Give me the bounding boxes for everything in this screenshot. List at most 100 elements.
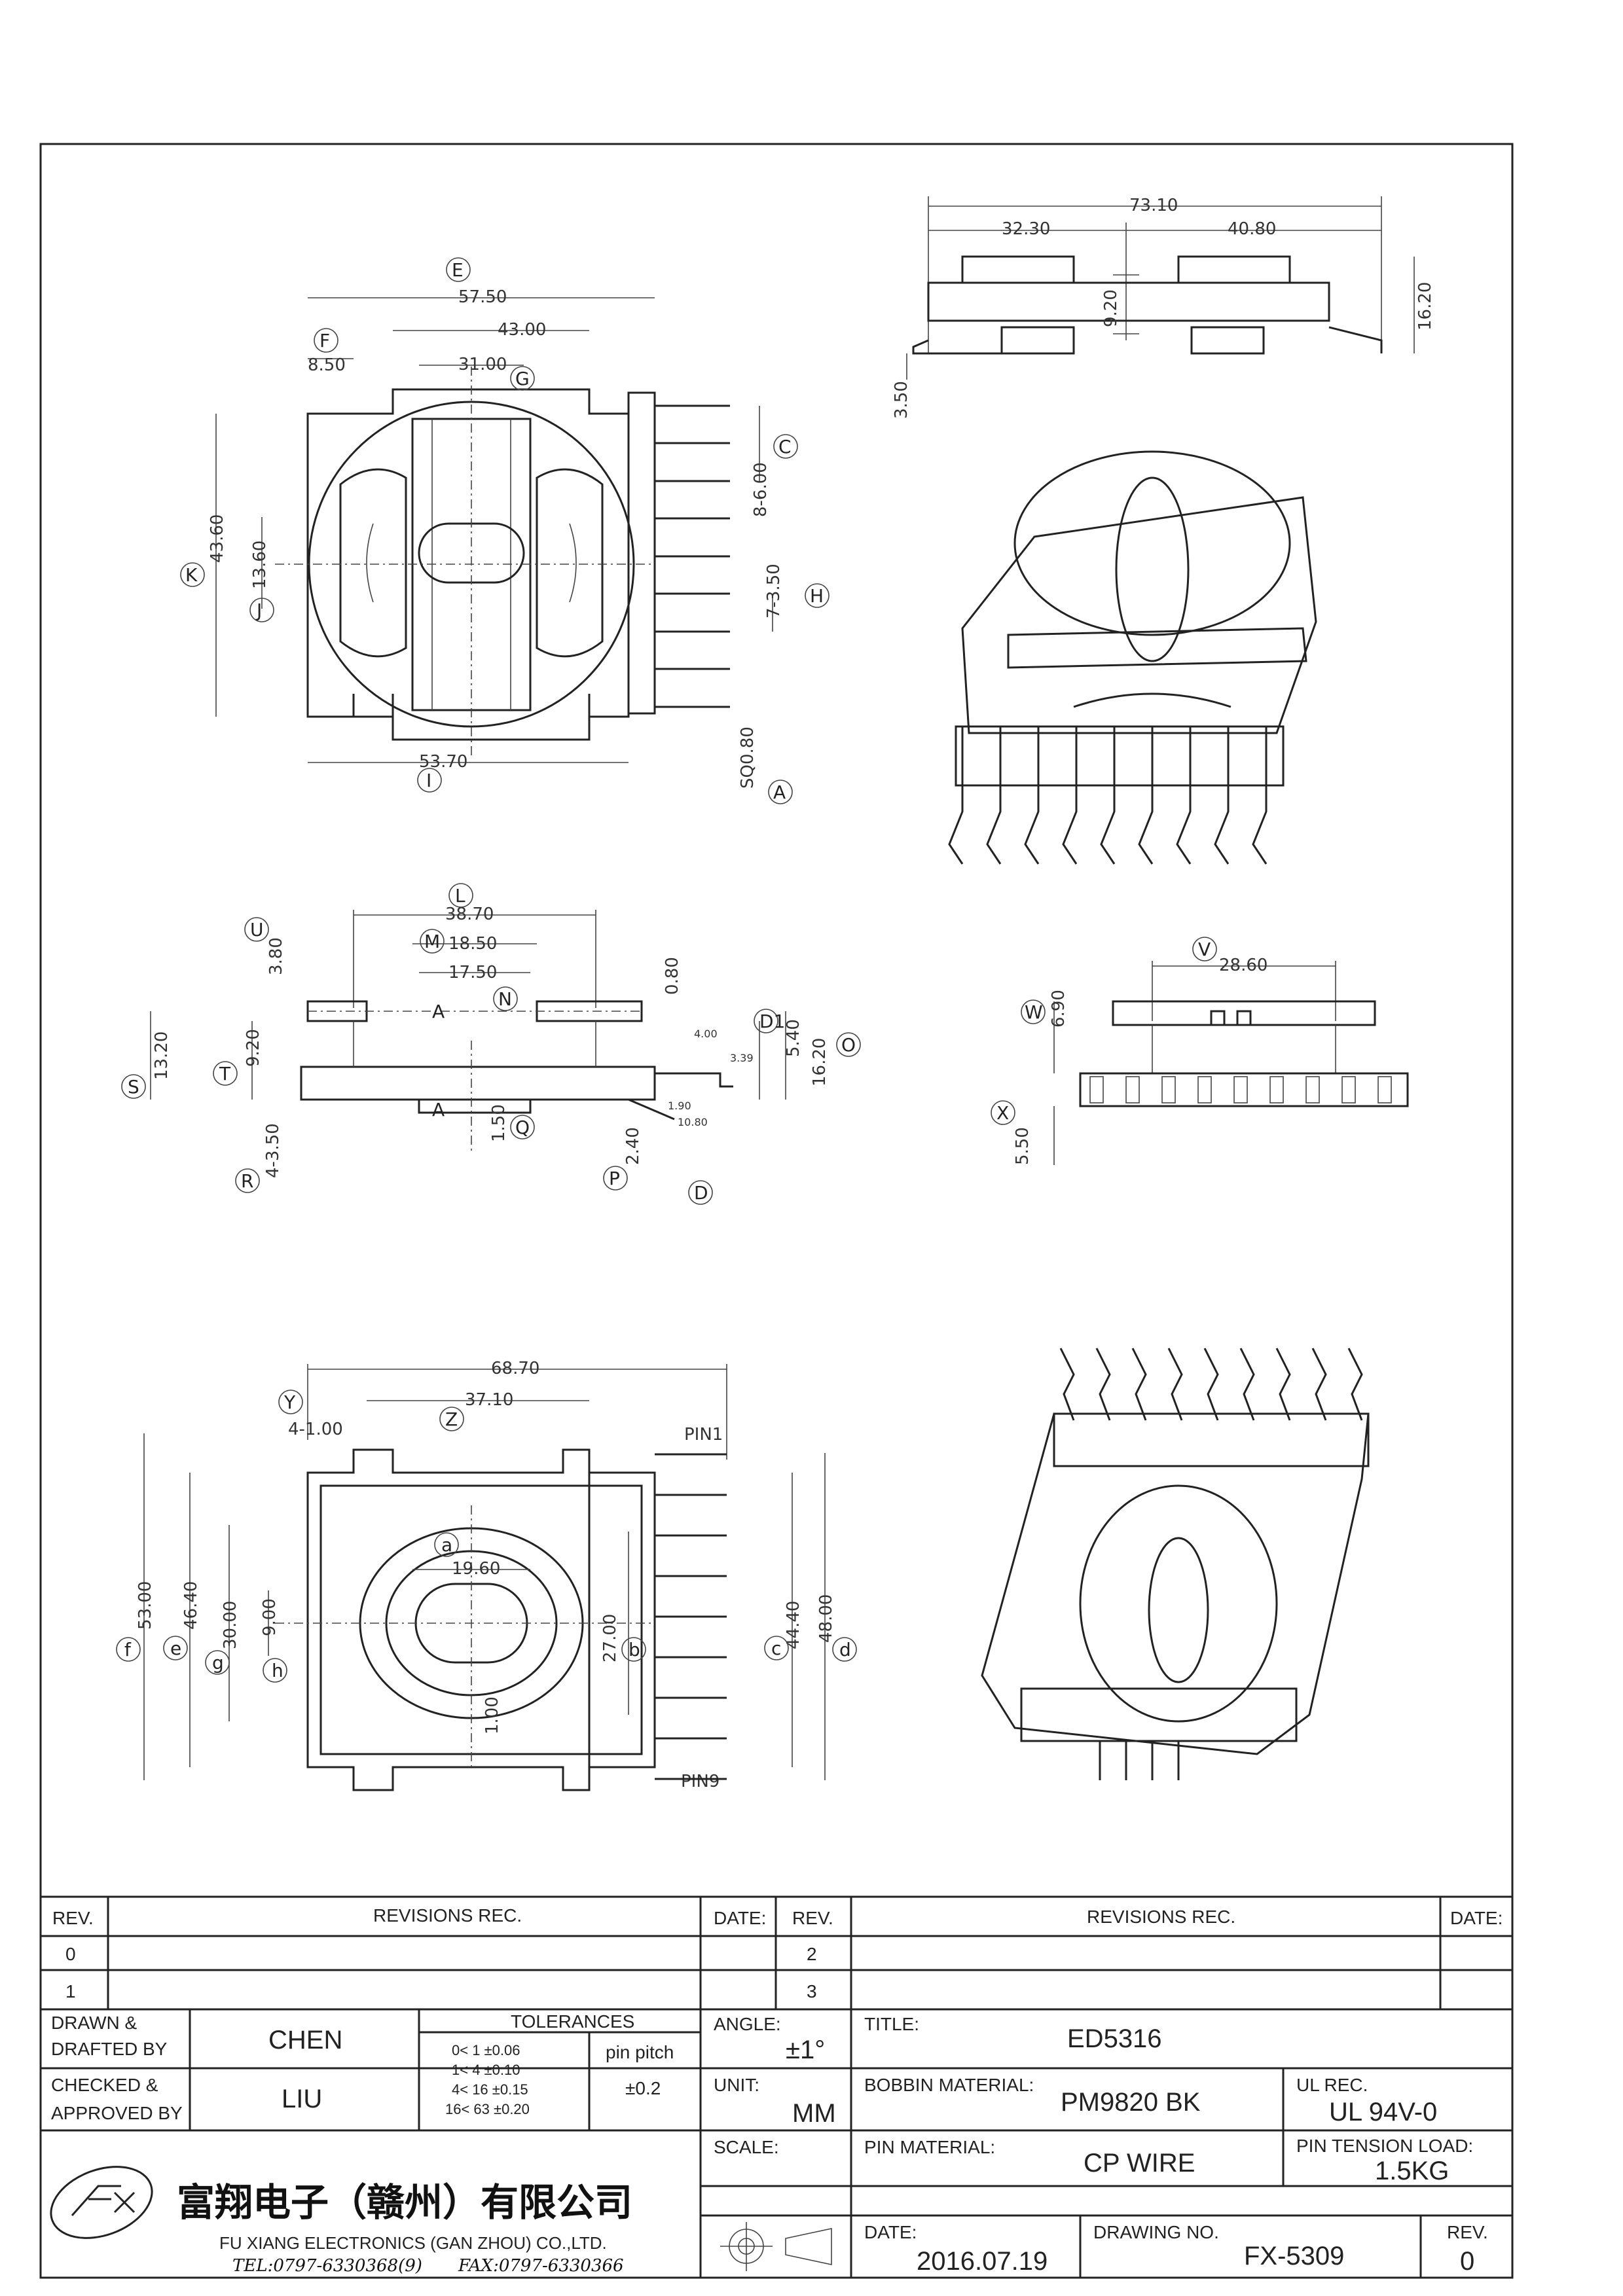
drawn-value: CHEN: [268, 2026, 342, 2054]
iso-body: [961, 496, 1317, 734]
bottom-view: 68.70 37.10 4-1.00 PIN1 PIN9: [116, 1359, 857, 1791]
title-label: TITLE:: [864, 2014, 919, 2034]
callout-c: c: [771, 1638, 781, 1659]
side-view: 73.10 32.30 40.80 9.20 16.20 3.50: [892, 196, 1435, 419]
rev-row-2: 2: [807, 1944, 817, 1964]
callout-X: X: [996, 1102, 1009, 1124]
company-tel: TEL:0797-6330368(9): [232, 2256, 422, 2276]
callout-W: W: [1025, 1001, 1043, 1023]
callout-L: L: [455, 885, 465, 906]
dim-27-00: 27.00: [600, 1614, 620, 1662]
callout-U: U: [250, 919, 264, 941]
dim-57-50: 57.50: [458, 287, 507, 307]
iso-bottom-ring: [1079, 1484, 1278, 1723]
pin-pitch-label: pin pitch: [606, 2042, 674, 2062]
callout-E: E: [452, 259, 464, 281]
pin-tension-value: 1.5KG: [1375, 2157, 1449, 2185]
dim-31-00: 31.00: [458, 355, 507, 374]
projection-symbol-icon: [720, 2222, 832, 2271]
title-value: ED5316: [1067, 2024, 1162, 2053]
iso-top-pins: [948, 726, 1267, 865]
angle-label: ANGLE:: [714, 2014, 781, 2034]
callout-bubbles-end: V W X: [991, 937, 1217, 1125]
iso-bottom-pins: [1059, 1348, 1363, 1421]
end-view: 28.60 6.90 5.50 V W X: [991, 937, 1409, 1165]
section-marker-top: A: [432, 1001, 445, 1022]
ul-rec-value: UL 94V-0: [1329, 2098, 1437, 2126]
dim-8-6-00: 8-6.00: [751, 462, 771, 517]
front-view: 38.70 18.50 17.50 A A 3.80 0.80 13.20 9.…: [121, 883, 861, 1205]
dim-0-80: 0.80: [663, 957, 682, 995]
checked-value: LIU: [282, 2085, 322, 2113]
callout-F: F: [319, 330, 330, 351]
angle-value: ±1°: [786, 2036, 825, 2064]
dim-sq0-80: SQ0.80: [738, 726, 757, 789]
unit-value: MM: [792, 2099, 836, 2128]
sheet-border: [39, 143, 1514, 2279]
callout-V: V: [1198, 939, 1211, 960]
pin9-label: PIN9: [681, 1772, 720, 1791]
date-value: 2016.07.19: [917, 2247, 1048, 2276]
unit-label: UNIT:: [714, 2075, 759, 2095]
isometric-bottom-view: [981, 1348, 1370, 1780]
iso-bottom-tray: [1020, 1687, 1298, 1742]
end-flange: [1112, 1000, 1376, 1026]
front-pin-lead: [628, 1098, 675, 1121]
dim-8-50: 8.50: [308, 355, 346, 375]
ul-rec-label: UL REC.: [1296, 2075, 1368, 2095]
callout-D: D: [694, 1182, 708, 1204]
rev-value: 0: [1460, 2247, 1474, 2276]
callout-R: R: [241, 1170, 253, 1192]
dim-1-90: 1.90: [668, 1100, 691, 1112]
dim-32-30: 32.30: [1002, 219, 1050, 239]
dim-13-60: 13.60: [250, 541, 270, 589]
top-view-pins: [655, 404, 730, 708]
dim-44-40: 44.40: [784, 1601, 803, 1649]
dim-40-80: 40.80: [1228, 219, 1276, 239]
rev-row-1: 1: [65, 1981, 76, 2001]
callout-bubbles-bottom: Y Z a b c d e f g h: [116, 1390, 857, 1683]
company-fax: FAX:0797-6330366: [458, 2256, 624, 2276]
dim-4-00: 4.00: [694, 1028, 718, 1040]
revisions-header-left: REVISIONS REC.: [373, 1905, 522, 1926]
dim-9-20: 9.20: [1101, 289, 1121, 327]
callout-Q: Q: [515, 1117, 530, 1138]
end-notches: [1210, 1010, 1252, 1025]
dim-3-80: 3.80: [266, 937, 286, 975]
callout-bubbles-top: E F G C K J H I A: [180, 257, 830, 804]
callout-l: h: [272, 1660, 283, 1681]
isometric-top-view: [948, 450, 1317, 865]
callout-S: S: [128, 1076, 139, 1098]
iso-bottom-legs: [1099, 1741, 1180, 1780]
bobbin-material-label: BOBBIN MATERIAL:: [864, 2075, 1034, 2095]
end-pin-slots: [1089, 1076, 1392, 1103]
rev-header-left: REV.: [52, 1908, 94, 1928]
dim-1-00: 1.00: [483, 1696, 502, 1734]
callout-K: K: [185, 564, 198, 586]
dim-46-40: 46.40: [181, 1581, 201, 1630]
callout-bubbles-front: L U M N D1 O S T Q R P D: [121, 883, 861, 1205]
checked-label-line2: APPROVED BY: [51, 2103, 183, 2123]
dim-7-3-50: 7-3.50: [764, 564, 784, 619]
dim-4-1-00: 4-1.00: [288, 1420, 343, 1439]
front-pin: [655, 1072, 733, 1088]
callout-H: H: [810, 585, 824, 607]
dim-13-20: 13.20: [152, 1031, 172, 1080]
top-view: 57.50 43.00 31.00 8.50 43.60 13.60 8-6.0…: [180, 257, 830, 804]
dim-17-50: 17.50: [448, 963, 497, 982]
iso-core-slot: [1115, 476, 1190, 662]
callout-f: f: [124, 1639, 132, 1660]
right-window: [536, 468, 604, 658]
callout-T: T: [219, 1063, 231, 1085]
dim-1-50: 1.50: [489, 1104, 509, 1142]
iso-window: [1073, 692, 1231, 708]
dim-43-00: 43.00: [498, 320, 546, 340]
callout-e: e: [170, 1638, 181, 1659]
dim-3-39: 3.39: [730, 1052, 754, 1064]
callout-C: C: [778, 436, 792, 457]
iso-bottom-body: [981, 1412, 1370, 1755]
dim-6-90: 6.90: [1049, 990, 1068, 1028]
dim-30-00: 30.00: [221, 1601, 240, 1649]
drawn-label-line1: DRAWN &: [51, 2013, 137, 2033]
rev-label: REV.: [1447, 2222, 1488, 2242]
